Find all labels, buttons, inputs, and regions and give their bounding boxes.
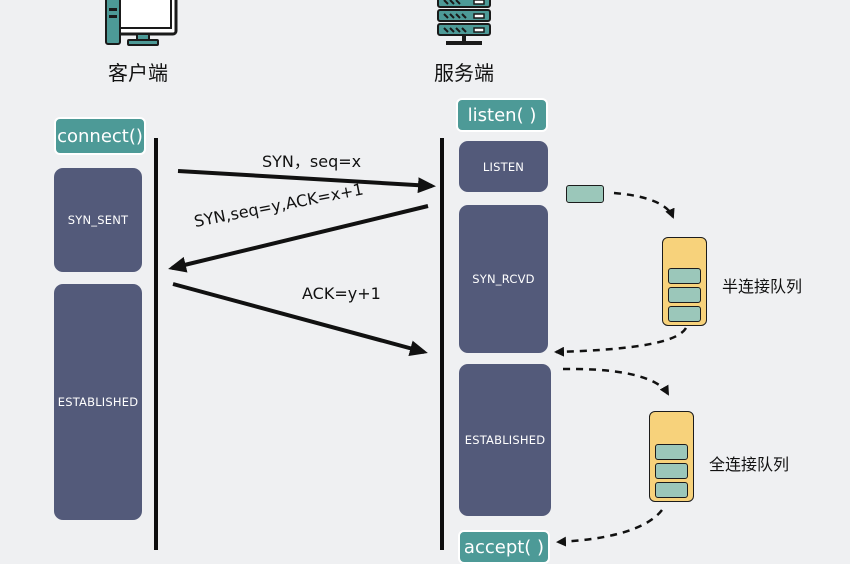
state-client-established: ESTABLISHED <box>54 284 142 520</box>
queue-slot <box>655 482 688 498</box>
state-syn-sent: SYN_SENT <box>54 168 142 272</box>
from-full-queue-arrow <box>556 509 663 547</box>
to-full-queue-arrow <box>562 367 670 396</box>
flow-arrows <box>168 169 688 547</box>
desktop-computer-icon <box>105 0 178 46</box>
ack-arrow <box>172 282 428 357</box>
half-connection-queue <box>662 237 707 326</box>
server-rack-icon <box>437 0 491 45</box>
syn-ack-arrow <box>168 204 429 273</box>
msg-syn: SYN，seq=x <box>262 152 362 171</box>
client-title: 客户端 <box>108 61 168 85</box>
syn-arrow <box>177 169 436 194</box>
queue-slot <box>668 306 701 322</box>
queue-slot <box>668 268 701 284</box>
from-half-queue-arrow <box>554 327 688 357</box>
state-syn-rcvd: SYN_RCVD <box>459 205 548 353</box>
incoming-connection-block <box>566 185 604 203</box>
to-half-queue-arrow <box>613 191 675 219</box>
full-connection-queue <box>649 411 694 502</box>
client-lifeline <box>154 138 158 550</box>
msg-ack: ACK=y+1 <box>302 284 381 303</box>
state-server-established: ESTABLISHED <box>459 364 551 516</box>
server-title: 服务端 <box>434 61 494 85</box>
queue-slot <box>668 287 701 303</box>
full-queue-label: 全连接队列 <box>709 455 790 474</box>
listen-call: listen( ) <box>456 98 548 132</box>
queue-slot <box>655 444 688 460</box>
half-queue-label: 半连接队列 <box>722 277 803 296</box>
connect-call: connect() <box>54 117 146 155</box>
state-listen: LISTEN <box>459 141 548 192</box>
server-lifeline <box>440 138 444 550</box>
queue-slot <box>655 463 688 479</box>
